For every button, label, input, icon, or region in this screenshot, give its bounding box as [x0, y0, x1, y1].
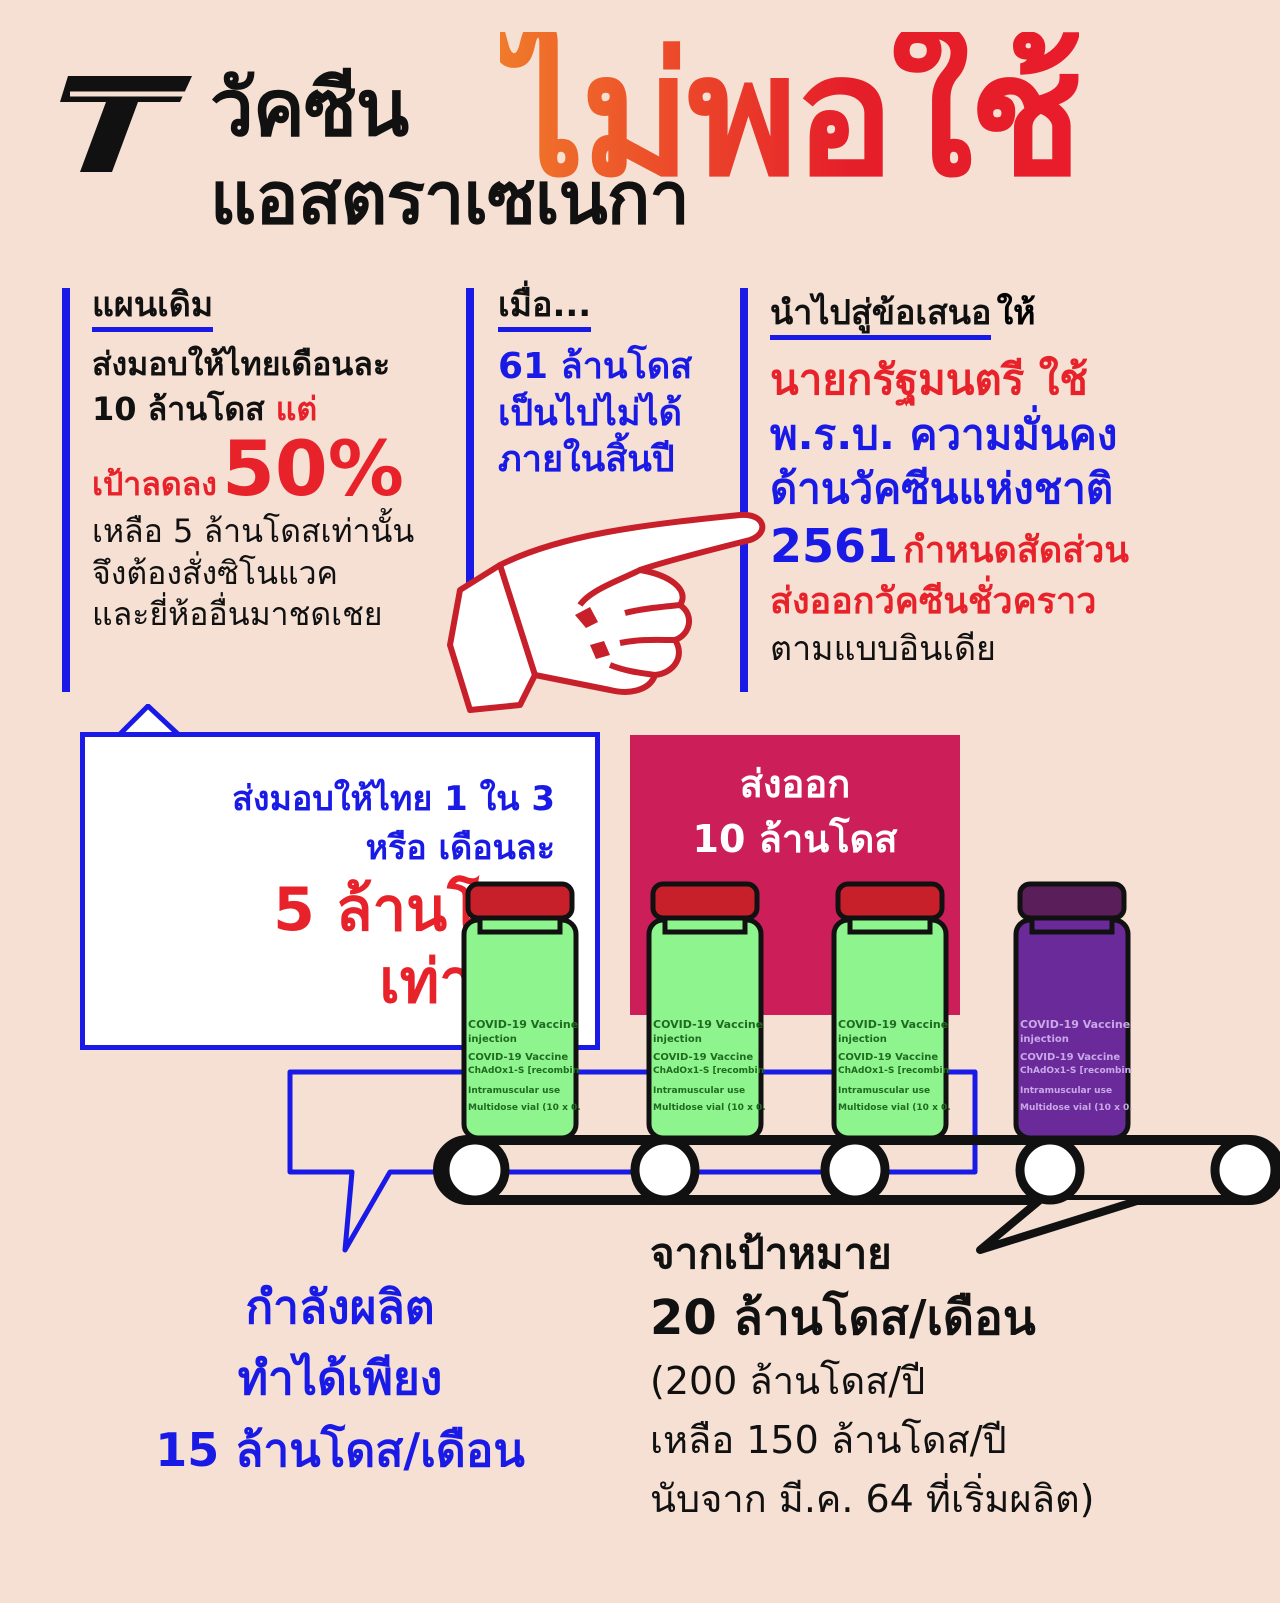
col3-line4-b: กำหนดสัดส่วน	[903, 529, 1130, 571]
target-line2: 20 ล้านโดส/เดือน	[650, 1290, 1036, 1346]
svg-text:COVID-19 Vaccine: COVID-19 Vaccine	[838, 1052, 938, 1063]
col2-line1: 61 ล้านโดส	[498, 345, 693, 387]
col1-heading: แผนเดิม	[92, 285, 214, 332]
capacity-line1: กำลังผลิต	[245, 1280, 435, 1334]
col3-line2: พ.ร.บ. ความมั่นคง	[770, 409, 1118, 459]
col1-percent: 50%	[221, 423, 404, 513]
svg-text:ChAdOx1-S [recombinant]: ChAdOx1-S [recombinant]	[1020, 1066, 1132, 1076]
title-line-1: วัคซีน	[210, 64, 409, 154]
col1-line3-a: เป้าลดลง	[92, 464, 217, 503]
target-line1: จากเป้าหมาย	[650, 1229, 892, 1278]
capacity-line3: 15 ล้านโดส/เดือน	[155, 1422, 525, 1477]
col2-line3: ภายในสิ้นปี	[498, 439, 675, 481]
svg-text:Intramuscular use: Intramuscular use	[838, 1086, 930, 1096]
bubble-line2: หรือ เดือนละ	[365, 828, 555, 869]
svg-text:COVID-19 Vaccine Astra: COVID-19 Vaccine Astra	[838, 1018, 950, 1031]
svg-text:ChAdOx1-S [recombinant]: ChAdOx1-S [recombinant]	[653, 1066, 765, 1076]
col2: เมื่อ... 61 ล้านโดส เป็นไปไม่ได้ ภายในสิ…	[498, 285, 728, 484]
col1-line2-b: แต่	[275, 390, 318, 429]
col2-bar	[466, 288, 474, 692]
svg-text:ChAdOx1-S [recombinant]: ChAdOx1-S [recombinant]	[838, 1066, 950, 1076]
bubble-pointer	[118, 704, 182, 738]
title-line-2: แอสตราเซเนกา	[210, 156, 690, 240]
col3-line6: ตามแบบอินเดีย	[770, 628, 996, 669]
svg-text:injection: injection	[468, 1034, 517, 1045]
col3-line4-a: 2561	[770, 518, 899, 573]
svg-text:COVID-19 Vaccine Astra: COVID-19 Vaccine Astra	[468, 1018, 580, 1031]
col2-line2: เป็นไปไม่ได้	[498, 392, 683, 434]
col1-line2-a: 10 ล้านโดส	[92, 390, 265, 429]
capacity-block: กำลังผลิต ทำได้เพียง 15 ล้านโดส/เดือน	[60, 1272, 620, 1486]
col3-heading-b: ให้	[996, 293, 1036, 333]
svg-text:Multidose vial (10 x 0.5 ml: Multidose vial (10 x 0.5 ml	[468, 1103, 580, 1113]
svg-text:Intramuscular use: Intramuscular use	[653, 1086, 745, 1096]
export-line1: ส่งออก	[739, 762, 851, 806]
brand-logo-icon	[60, 76, 192, 172]
svg-text:COVID-19 Vaccine: COVID-19 Vaccine	[653, 1052, 753, 1063]
vaccine-vial-2: COVID-19 Vaccine Astra injection COVID-1…	[646, 881, 765, 1141]
col1-line4: เหลือ 5 ล้านโดสเท่านั้น	[92, 511, 415, 550]
svg-text:COVID-19 Vaccine: COVID-19 Vaccine	[468, 1052, 568, 1063]
svg-text:COVID-19 Vaccine: COVID-19 Vaccine	[1020, 1052, 1120, 1063]
pointing-hand-icon	[447, 511, 766, 713]
col3-line1: นายกรัฐมนตรี ใช้	[770, 355, 1088, 404]
col3-bar	[740, 288, 748, 692]
vaccine-vial-1: COVID-19 Vaccine Astra injection COVID-1…	[461, 881, 580, 1141]
svg-text:injection: injection	[838, 1034, 887, 1045]
svg-text:Multidose vial (10 x 0.5 ml: Multidose vial (10 x 0.5 ml	[838, 1103, 950, 1113]
svg-text:COVID-19 Vaccine Astra: COVID-19 Vaccine Astra	[653, 1018, 765, 1031]
svg-text:injection: injection	[1020, 1034, 1069, 1045]
col1: แผนเดิม ส่งมอบให้ไทยเดือนละ 10 ล้านโดส แ…	[92, 285, 462, 636]
target-line4: เหลือ 150 ล้านโดส/ปี	[650, 1418, 1007, 1463]
svg-text:Intramuscular use: Intramuscular use	[1020, 1086, 1112, 1096]
target-line3: (200 ล้านโดส/ปี	[650, 1359, 926, 1404]
col3: นำไปสู่ข้อเสนอ ให้ นายกรัฐมนตรี ใช้ พ.ร.…	[770, 285, 1250, 671]
target-block: จากเป้าหมาย 20 ล้านโดส/เดือน (200 ล้านโด…	[650, 1222, 1250, 1529]
col1-line5: จึงต้องสั่งซิโนแวค	[92, 553, 338, 592]
svg-text:Multidose vial (10 x 0.5 ml: Multidose vial (10 x 0.5 ml	[653, 1103, 765, 1113]
export-line2: 10 ล้านโดส	[692, 817, 898, 862]
svg-text:ChAdOx1-S [recombinant]: ChAdOx1-S [recombinant]	[468, 1066, 580, 1076]
col1-line6: และยี่ห้ออื่นมาชดเชย	[92, 595, 383, 634]
capacity-line2: ทำได้เพียง	[237, 1351, 443, 1406]
bubble-line1: ส่งมอบให้ไทย 1 ใน 3	[232, 779, 555, 819]
target-line5: นับจาก มี.ค. 64 ที่เริ่มผลิต)	[650, 1476, 1095, 1521]
vaccine-vial-3: COVID-19 Vaccine Astra injection COVID-1…	[831, 881, 950, 1141]
col3-line5: ส่งออกวัคซีนชั่วคราว	[770, 580, 1097, 622]
svg-text:COVID-19 Vaccine Astra: COVID-19 Vaccine Astra	[1020, 1018, 1132, 1031]
svg-text:Intramuscular use: Intramuscular use	[468, 1086, 560, 1096]
svg-text:injection: injection	[653, 1034, 702, 1045]
title-highlight: ไม่พอใช้	[500, 18, 1083, 214]
vaccine-vial-4: COVID-19 Vaccine Astra injection COVID-1…	[1013, 881, 1132, 1141]
col1-line1: ส่งมอบให้ไทยเดือนละ	[92, 344, 391, 383]
col3-line3: ด้านวัคซีนแห่งชาติ	[770, 464, 1114, 514]
col3-heading: นำไปสู่ข้อเสนอ	[770, 293, 992, 340]
svg-text:Multidose vial (10 x 0.5 ml: Multidose vial (10 x 0.5 ml	[1020, 1103, 1132, 1113]
col1-bar	[62, 288, 70, 692]
col2-heading: เมื่อ...	[498, 285, 592, 332]
